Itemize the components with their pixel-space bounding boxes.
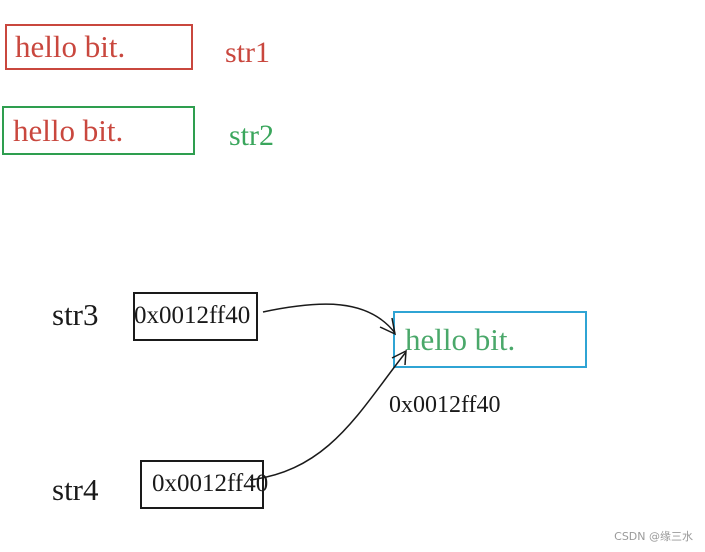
str4-label: str4 [52,472,99,507]
shared-literal-box: hello bit. [393,311,587,368]
str2-string-box: hello bit. [2,106,195,155]
str3-arrowhead [379,317,397,336]
watermark: CSDN @缘三水 [614,530,693,543]
str2-label: str2 [229,119,274,152]
str4-arrow [249,351,407,481]
str4-pointer-box [140,460,264,509]
str3-address-text: 0x0012ff40 [134,302,251,329]
str4-address-text: 0x0012ff40 [152,470,269,497]
str1-string-text: hello bit. [15,29,126,64]
str3-label: str3 [52,297,99,332]
str1-label: str1 [225,36,270,69]
str1-string-box: hello bit. [5,24,193,70]
str3-arrow [262,303,396,334]
str2-string-text: hello bit. [13,112,124,148]
shared-literal-text: hello bit. [405,321,516,357]
str4-arrowhead [391,349,407,366]
shared-literal-address: 0x0012ff40 [389,392,501,418]
str3-pointer-box [133,292,258,341]
